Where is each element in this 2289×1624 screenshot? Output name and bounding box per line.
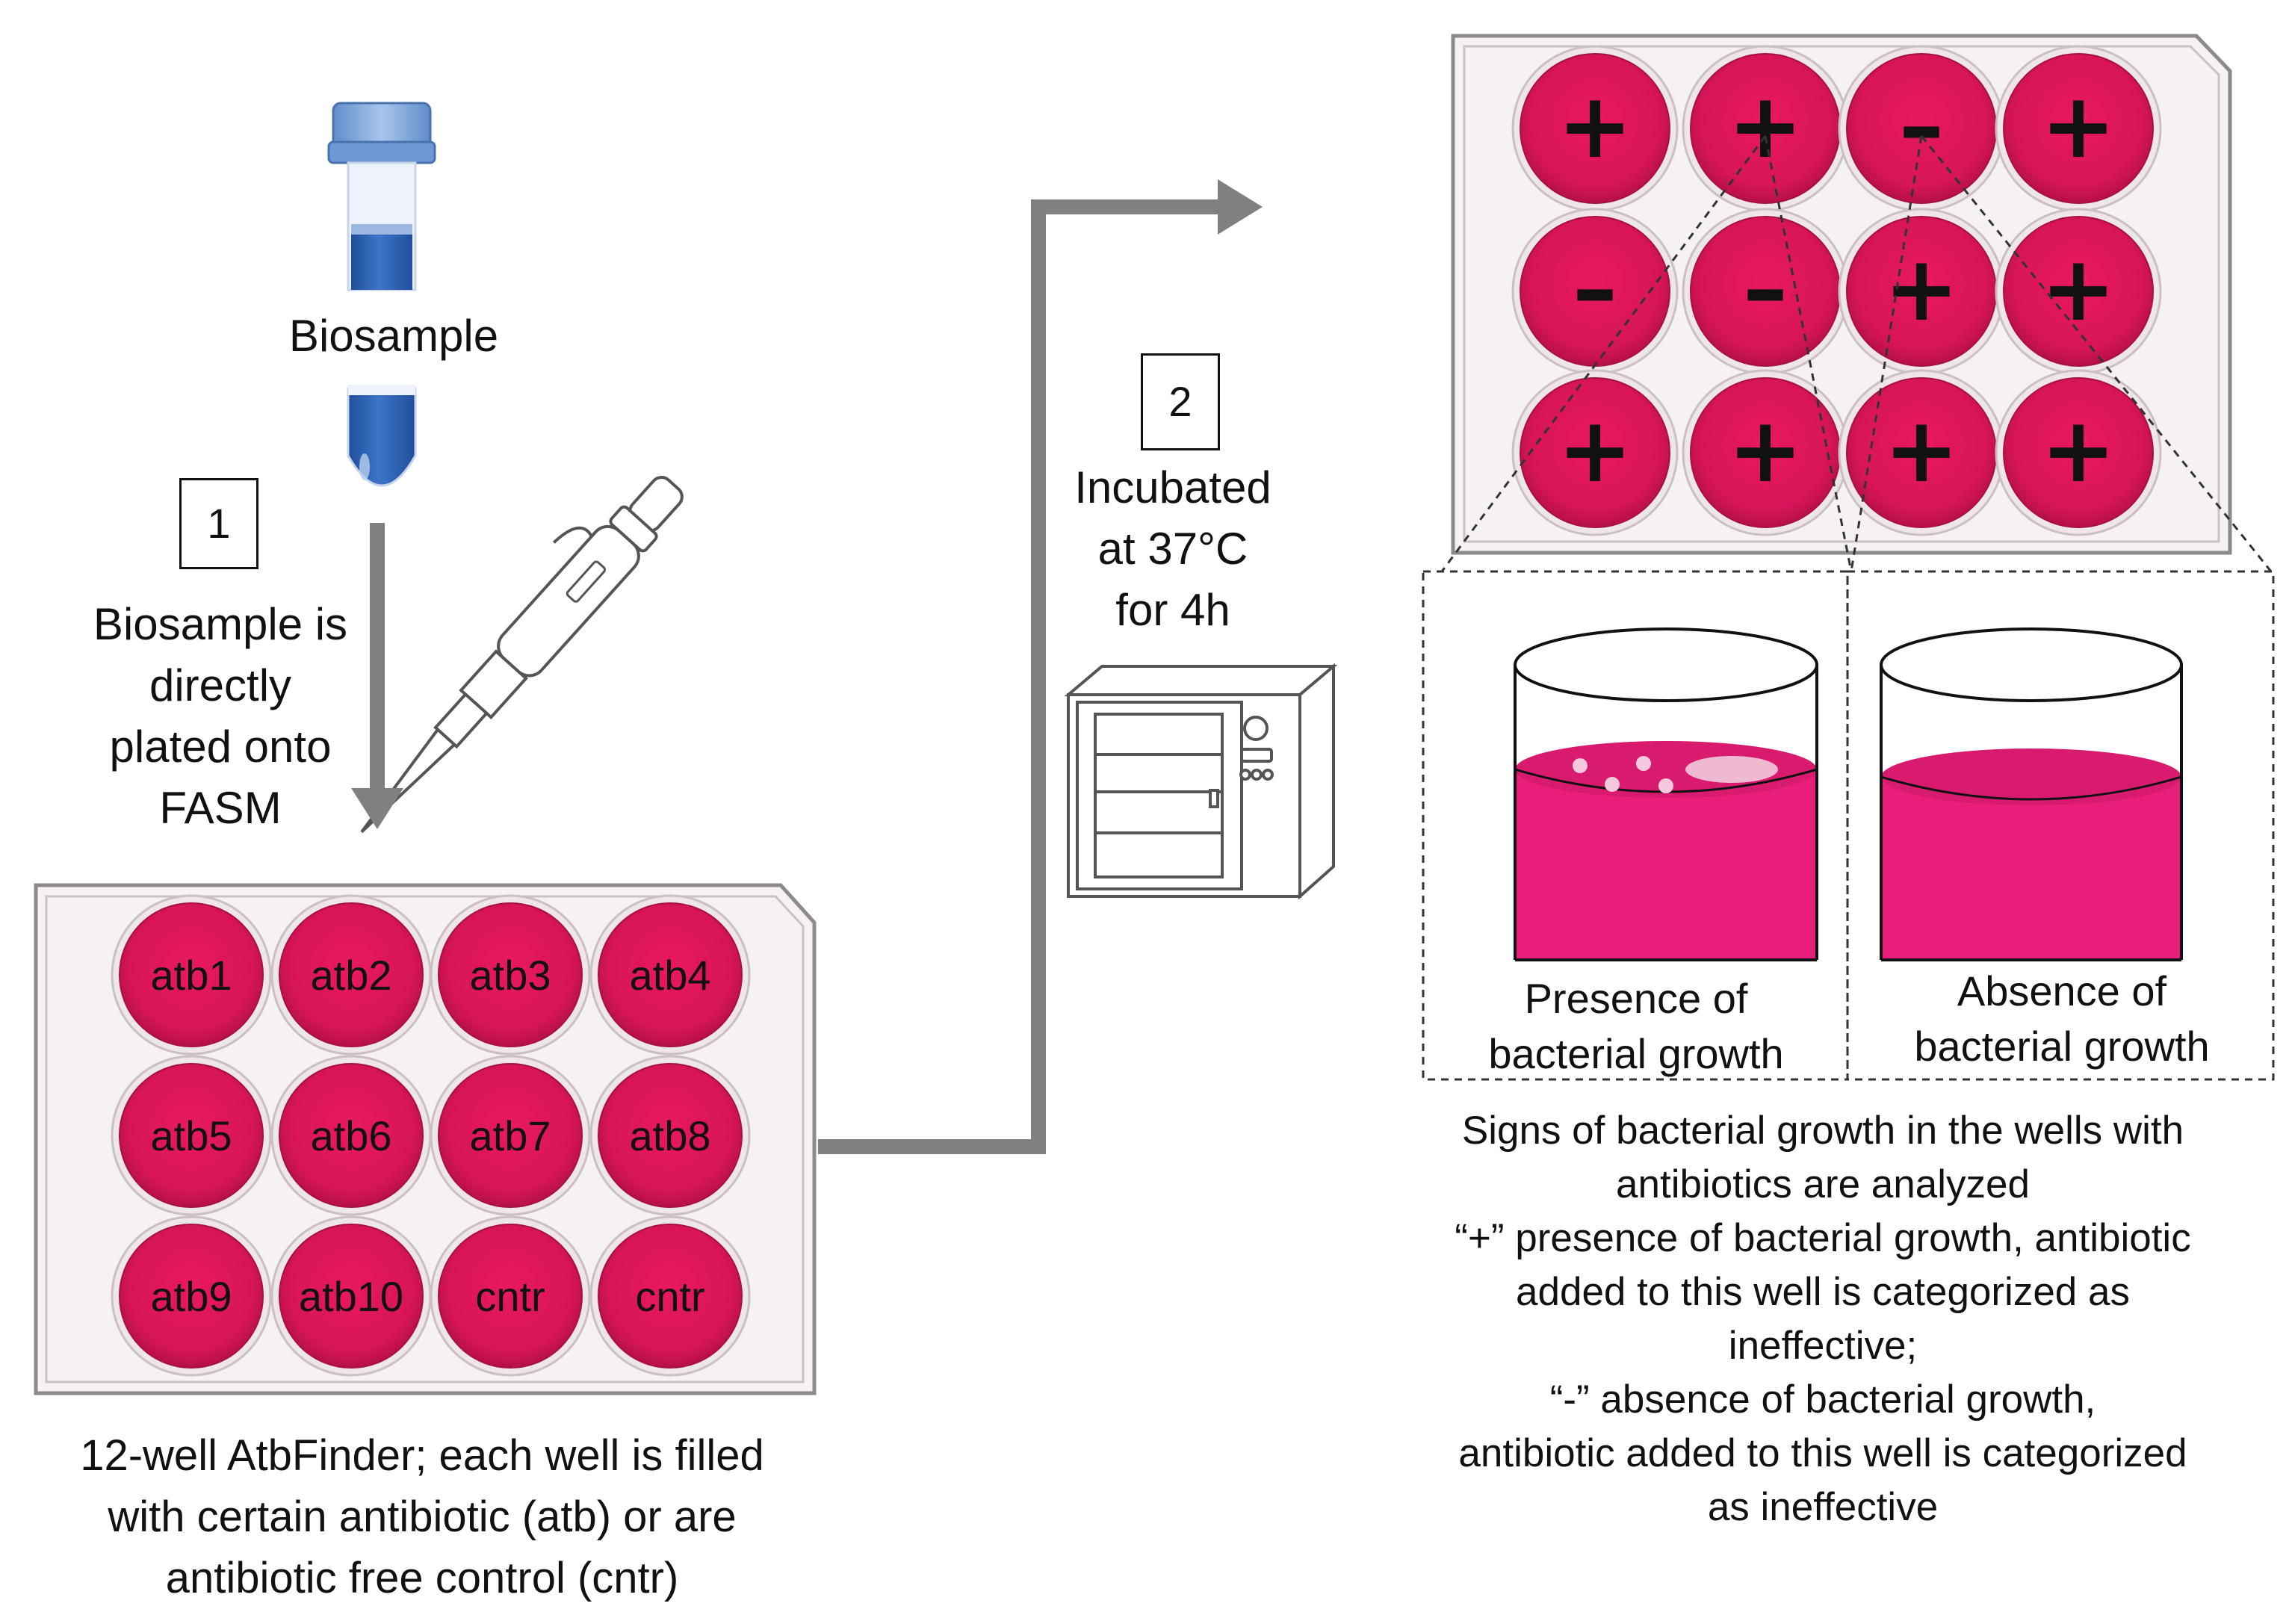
step2-caption-line: for 4h (1115, 585, 1230, 635)
well-label: atb5 (151, 1112, 232, 1159)
step1-caption-line: FASM (159, 783, 282, 833)
result-symbol: – (1573, 238, 1617, 341)
result-well: + (1511, 369, 1679, 536)
absence-panel-frame (1846, 570, 2275, 1081)
result-symbol: + (1728, 399, 1803, 503)
plate-well: cntr (430, 1215, 591, 1377)
right-caption-line: antibiotics are analyzed (1616, 1162, 2030, 1206)
plate-well: atb6 (270, 1055, 432, 1216)
well-label: atb10 (299, 1273, 403, 1320)
step2-arrow (818, 199, 1225, 1154)
right-caption-line: Signs of bacterial growth in the wells w… (1461, 1109, 2184, 1153)
right-caption: Signs of bacterial growth in the wells w… (1375, 1104, 2271, 1534)
left-caption-line: with certain antibiotic (atb) or are (108, 1493, 737, 1541)
absence-label-line: Absence of (1957, 967, 2167, 1014)
result-well: + (1511, 45, 1679, 212)
step2-arrow-head (1218, 179, 1263, 235)
presence-label: Presence of bacterial growth (1431, 971, 1842, 1082)
plate-well: atb3 (430, 894, 591, 1056)
result-symbol: + (2041, 399, 2116, 503)
left-caption-line: 12-well AtbFinder; each well is filled (80, 1431, 764, 1480)
plate-well: atb4 (589, 894, 751, 1056)
result-well: + (1838, 369, 2005, 536)
right-caption-line: added to this well is categorized as (1516, 1270, 2130, 1314)
right-caption-line: antibiotic added to this well is categor… (1458, 1431, 2187, 1475)
plate-well: atb10 (270, 1215, 432, 1377)
right-plate: ++–+––++++++ (1451, 34, 2232, 555)
step1-caption-line: Biosample is (93, 599, 348, 649)
result-well: + (1682, 369, 1849, 536)
well-label: atb8 (630, 1112, 711, 1159)
plate-well: atb2 (270, 894, 432, 1056)
step1-caption-line: plated onto (109, 722, 332, 772)
result-symbol: – (1899, 75, 1944, 179)
incubator-icon (1064, 663, 1338, 900)
well-label: atb2 (311, 952, 392, 999)
step2-caption-line: Incubated (1074, 462, 1272, 512)
zoom-lines (1440, 135, 2273, 572)
result-symbol: – (1743, 238, 1788, 341)
result-symbol: + (1558, 399, 1633, 503)
result-well: – (1682, 208, 1849, 375)
presence-label-line: Presence of (1524, 975, 1748, 1022)
step2-caption: Incubated at 37°C for 4h (1031, 457, 1315, 641)
step1-caption-line: directly (149, 660, 292, 710)
right-caption-line: as ineffective (1707, 1485, 1939, 1529)
absence-label-line: bacterial growth (1914, 1023, 2210, 1070)
step2-caption-line: at 37°C (1097, 524, 1248, 574)
plate-well: atb9 (111, 1215, 272, 1377)
result-symbol: + (2041, 75, 2116, 179)
result-symbol: + (1558, 75, 1633, 179)
biosample-tube-icon (327, 102, 436, 487)
pipette-icon (360, 475, 684, 834)
well-label: cntr (635, 1273, 704, 1320)
well-label: atb7 (470, 1112, 551, 1159)
result-well: – (1838, 45, 2005, 212)
result-well: – (1511, 208, 1679, 375)
plate-well: atb5 (111, 1055, 272, 1216)
result-well: + (1995, 45, 2162, 212)
well-label: atb4 (630, 952, 711, 999)
left-caption-line: antibiotic free control (cntr) (165, 1554, 679, 1602)
result-symbol: + (2041, 238, 2116, 341)
well-label: atb6 (311, 1112, 392, 1159)
result-well: + (1838, 208, 2005, 375)
plate-well: atb7 (430, 1055, 591, 1216)
presence-label-line: bacterial growth (1488, 1030, 1784, 1077)
right-caption-line: “+” presence of bacterial growth, antibi… (1455, 1216, 2191, 1260)
result-symbol: + (1884, 399, 1960, 503)
well-label: cntr (475, 1273, 545, 1320)
absence-label: Absence of bacterial growth (1853, 964, 2271, 1074)
plate-well: atb1 (111, 894, 272, 1056)
right-caption-line: ineffective; (1728, 1324, 1918, 1368)
step1-number-box: 1 (179, 478, 258, 569)
step2-number-box: 2 (1141, 353, 1220, 450)
well-label: atb9 (151, 1273, 232, 1320)
well-label: atb1 (151, 952, 232, 999)
plate-well: atb8 (589, 1055, 751, 1216)
right-caption-line: “-” absence of bacterial growth, (1549, 1377, 2096, 1422)
left-plate-caption: 12-well AtbFinder; each well is filled w… (7, 1425, 837, 1609)
presence-cup-icon (1514, 627, 1818, 961)
result-well: + (1995, 208, 2162, 375)
result-symbol: + (1884, 238, 1960, 341)
result-symbol: + (1728, 75, 1803, 179)
biosample-label: Biosample (289, 311, 498, 361)
step1-caption: Biosample is directly plated onto FASM (45, 594, 396, 839)
result-well: + (1995, 369, 2162, 536)
result-well: + (1682, 45, 1849, 212)
left-plate: atb1 atb2 atb3 atb4 atb5 atb6 atb7 atb8 atb9 atb1… (34, 883, 817, 1395)
absence-cup-icon (1880, 627, 2183, 961)
plate-well: cntr (589, 1215, 751, 1377)
well-label: atb3 (470, 952, 551, 999)
step1-arrow-head (351, 788, 403, 829)
